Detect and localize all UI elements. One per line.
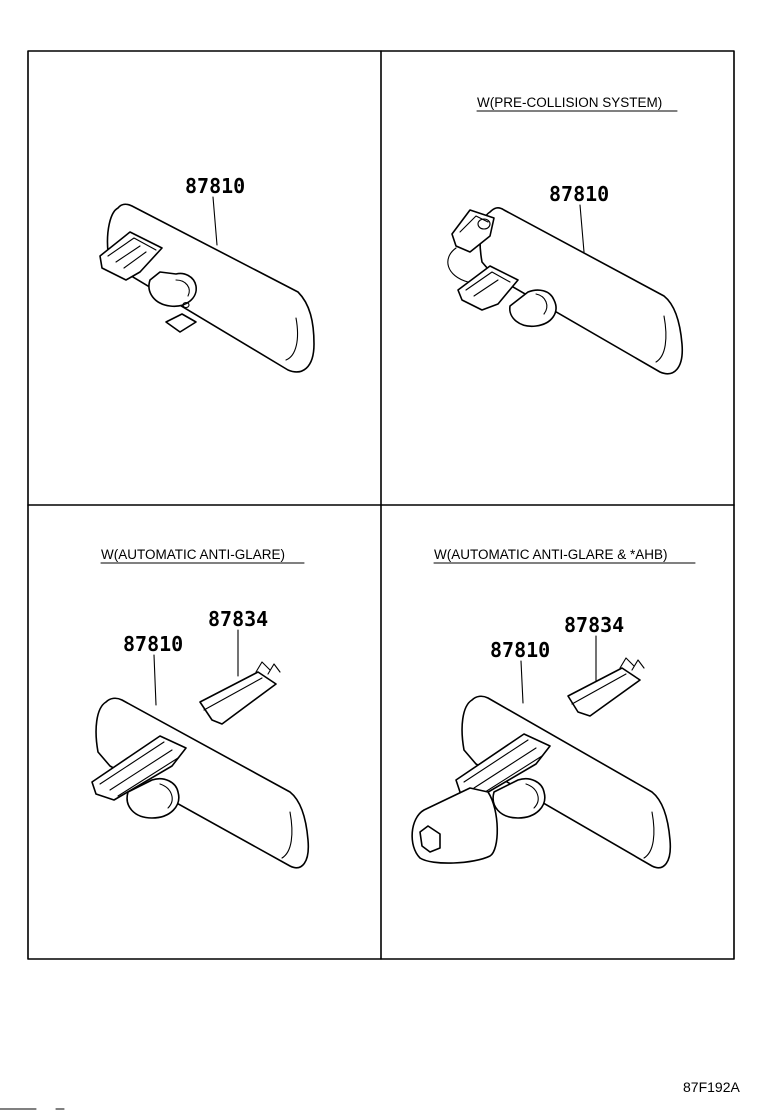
variant-label: W(AUTOMATIC ANTI-GLARE) (101, 547, 285, 562)
illustration-code: 87F192A (683, 1079, 740, 1095)
sensor-cover-illustration (567, 657, 645, 717)
part-number-87810: 87810 (549, 182, 609, 206)
panel-auto-anti-glare: W(AUTOMATIC ANTI-GLARE) 87834 87810 (91, 547, 310, 869)
part-number-87810: 87810 (123, 632, 183, 656)
variant-label: W(AUTOMATIC ANTI-GLARE & *AHB) (434, 547, 668, 562)
diagram-frame (27, 50, 735, 960)
panel-pre-collision: W(PRE-COLLISION SYSTEM) 87810 (447, 95, 684, 375)
leader-line (153, 654, 157, 706)
leader-line (579, 204, 585, 253)
rearview-mirror-illustration (411, 695, 672, 869)
part-number-87810: 87810 (490, 638, 550, 662)
rearview-mirror-illustration (91, 697, 310, 869)
variant-label: W(PRE-COLLISION SYSTEM) (477, 95, 662, 110)
rearview-mirror-illustration (447, 207, 684, 375)
part-number-87834: 87834 (208, 607, 268, 631)
panel-auto-anti-glare-ahb: W(AUTOMATIC ANTI-GLARE & *AHB) 87834 878… (411, 547, 696, 869)
leader-line (212, 196, 218, 246)
sensor-cover-illustration (199, 661, 281, 725)
part-number-87810: 87810 (185, 174, 245, 198)
leader-line (520, 660, 524, 704)
rearview-mirror-illustration (99, 203, 315, 373)
panel-standard: 87810 (99, 174, 315, 373)
part-number-87834: 87834 (564, 613, 624, 637)
